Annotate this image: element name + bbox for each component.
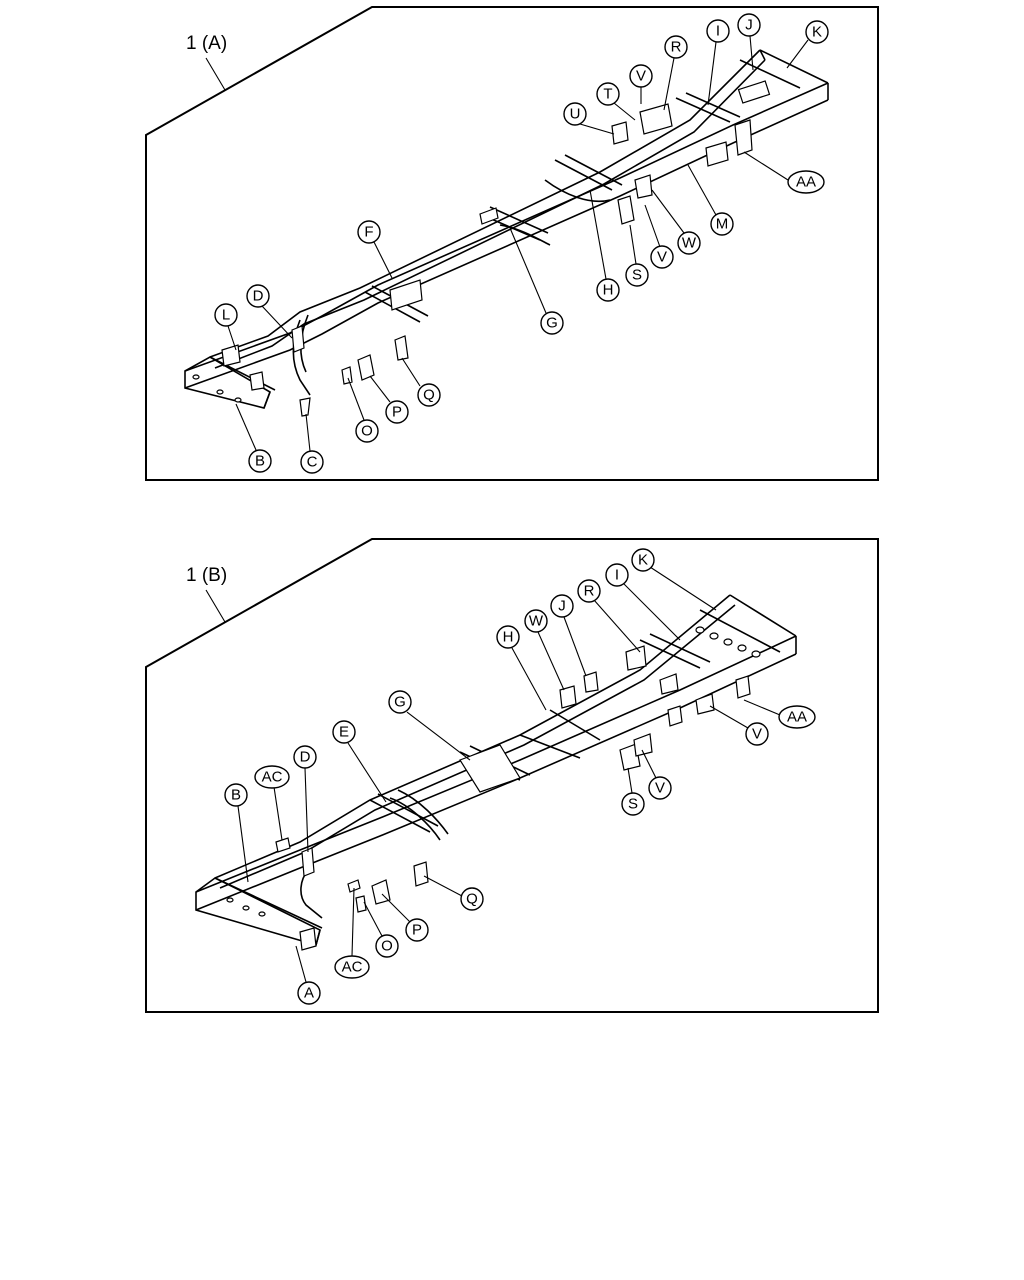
callout-g: G: [388, 690, 471, 761]
callout-j: J: [550, 594, 587, 677]
svg-text:V: V: [655, 780, 665, 797]
svg-text:P: P: [392, 404, 402, 421]
svg-text:O: O: [381, 938, 393, 955]
callout-l: L: [214, 303, 238, 351]
panel-a-brackets: [192, 80, 771, 417]
panel-a-title: 1 (A): [186, 33, 227, 54]
panel-a-callouts: K J I R V: [214, 13, 829, 474]
svg-text:A: A: [304, 985, 314, 1002]
svg-text:E: E: [339, 724, 349, 741]
svg-text:Q: Q: [466, 891, 478, 908]
svg-text:V: V: [752, 726, 762, 743]
callout-k: K: [786, 20, 829, 69]
svg-text:W: W: [682, 235, 697, 252]
svg-text:AC: AC: [342, 959, 363, 976]
svg-text:T: T: [603, 86, 612, 103]
svg-text:AA: AA: [787, 709, 807, 726]
callout-r: R: [663, 35, 688, 111]
panel-b-callouts: K I R J W: [224, 548, 816, 1005]
panel-b-title-leader: [205, 589, 226, 623]
svg-text:D: D: [253, 288, 264, 305]
callout-g: G: [509, 227, 564, 335]
callout-q: Q: [423, 875, 484, 911]
callout-ac: AC: [254, 765, 290, 841]
callout-o: O: [363, 901, 399, 958]
callout-aa: AA: [743, 151, 825, 194]
panel-b: 1 (B): [145, 538, 879, 1013]
callout-v: V: [629, 64, 653, 104]
callout-c: C: [300, 413, 324, 474]
callout-v: V: [709, 705, 769, 746]
callout-k: K: [631, 548, 717, 611]
callout-s: S: [621, 767, 645, 816]
svg-text:V: V: [636, 68, 646, 85]
svg-text:M: M: [716, 216, 729, 233]
callout-ac-2: AC: [334, 887, 370, 979]
panel-b-border: [145, 538, 879, 1013]
callout-o: O: [347, 377, 379, 443]
callout-q: Q: [401, 357, 441, 407]
svg-text:C: C: [307, 454, 318, 471]
callout-m: M: [687, 164, 734, 236]
svg-text:J: J: [745, 17, 753, 34]
svg-text:J: J: [558, 598, 566, 615]
svg-text:B: B: [231, 787, 241, 804]
callout-b: B: [224, 783, 249, 883]
callout-v-2: V: [644, 204, 674, 269]
callout-u: U: [563, 102, 615, 135]
svg-text:K: K: [638, 552, 648, 569]
callout-d: D: [293, 745, 317, 853]
svg-text:I: I: [615, 567, 619, 584]
svg-text:U: U: [570, 106, 581, 123]
panel-a-title-leader: [205, 57, 226, 91]
callout-i: I: [605, 563, 681, 641]
svg-text:F: F: [364, 224, 373, 241]
callout-p: P: [369, 375, 409, 424]
callout-e: E: [332, 720, 387, 803]
svg-text:S: S: [632, 267, 642, 284]
svg-text:B: B: [255, 453, 265, 470]
callout-f: F: [357, 220, 393, 279]
panel-b-brackets: [226, 626, 761, 951]
panel-a-border: [145, 6, 879, 481]
callout-aa: AA: [743, 699, 816, 729]
svg-text:V: V: [657, 249, 667, 266]
callout-s: S: [625, 224, 649, 287]
svg-text:W: W: [529, 613, 544, 630]
callout-t: T: [596, 82, 636, 121]
svg-text:L: L: [222, 307, 230, 324]
svg-text:R: R: [671, 39, 682, 56]
callout-d: D: [246, 284, 293, 339]
svg-text:R: R: [584, 583, 595, 600]
callout-h: H: [496, 625, 547, 711]
callout-b: B: [235, 403, 272, 473]
svg-text:P: P: [412, 922, 422, 939]
svg-text:H: H: [503, 629, 514, 646]
svg-text:Q: Q: [423, 387, 435, 404]
callout-v-2: V: [641, 749, 672, 800]
svg-text:I: I: [716, 23, 720, 40]
callout-w: W: [524, 609, 565, 691]
callout-w: W: [651, 189, 701, 255]
svg-text:K: K: [812, 24, 822, 41]
callout-h: H: [589, 189, 620, 302]
callout-j: J: [737, 13, 761, 71]
callout-i: I: [706, 19, 730, 106]
callout-r: R: [577, 579, 641, 653]
svg-text:AC: AC: [262, 769, 283, 786]
svg-text:D: D: [300, 749, 311, 766]
svg-text:G: G: [394, 694, 406, 711]
svg-text:AA: AA: [796, 174, 816, 191]
svg-text:H: H: [603, 282, 614, 299]
svg-text:S: S: [628, 796, 638, 813]
callout-a: A: [295, 945, 321, 1005]
svg-text:G: G: [546, 315, 558, 332]
svg-text:O: O: [361, 423, 373, 440]
callout-p: P: [381, 893, 429, 942]
panel-b-title: 1 (B): [186, 565, 227, 586]
panel-a: 1 (A): [145, 6, 879, 481]
